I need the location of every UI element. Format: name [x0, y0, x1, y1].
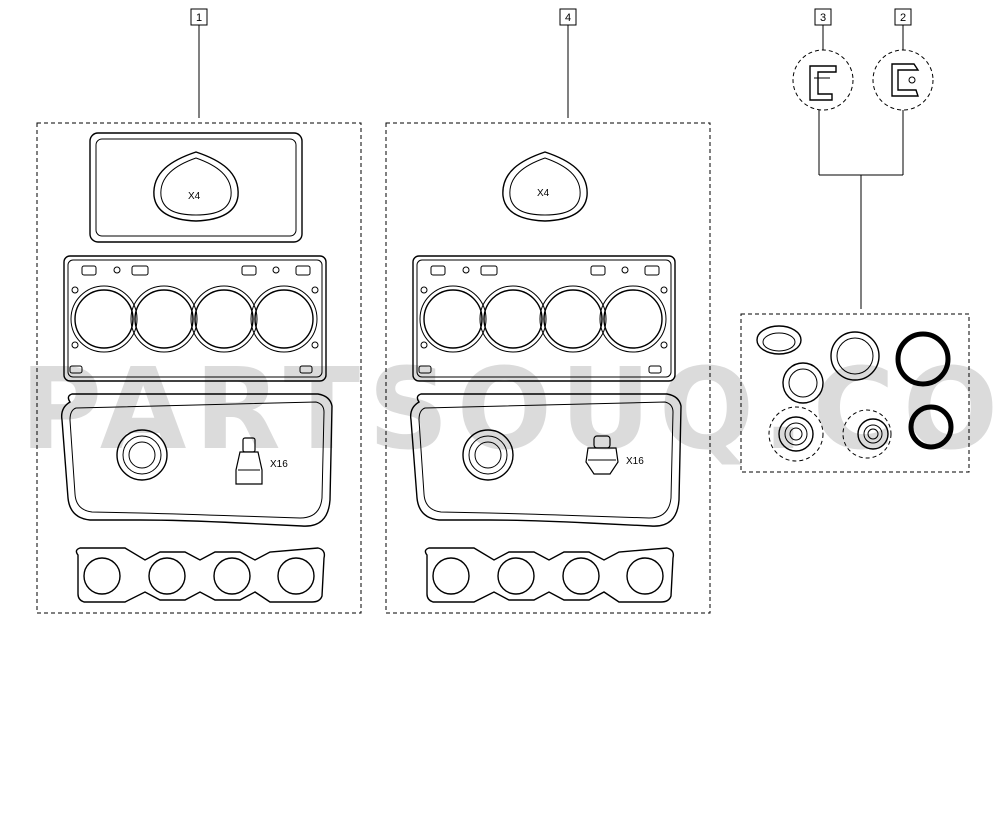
callout-2-label: 2: [900, 12, 906, 24]
kit-1-manifold-gasket[interactable]: [75, 547, 326, 603]
kit-1-crank-seal[interactable]: [116, 429, 168, 481]
kit-4-frame: [385, 122, 711, 614]
kit-4-manifold-gasket[interactable]: [424, 547, 675, 603]
seal-2-assembly[interactable]: [842, 409, 892, 459]
seal-ring-b[interactable]: [830, 331, 880, 381]
callout-4-label: 4: [565, 12, 571, 24]
kit-4-gasket-qty: X4: [537, 188, 550, 199]
kit-1-head-gasket[interactable]: [63, 255, 327, 382]
kit-4-crank-seal[interactable]: [462, 429, 514, 481]
o-ring-small[interactable]: [908, 404, 954, 450]
kit-1-sump-gasket[interactable]: [60, 393, 333, 527]
callout-3-label: 3: [820, 12, 826, 24]
kit-1-valve-stem-seal[interactable]: X16: [235, 437, 288, 485]
callout-3[interactable]: 3: [814, 8, 832, 26]
seal-set-frame: [740, 313, 970, 473]
kit-4-seal-qty: X16: [626, 456, 644, 467]
kit-1-seal-qty: X16: [270, 459, 288, 470]
seal-profile-3[interactable]: [792, 49, 854, 111]
kit-4-valve-cover-gasket[interactable]: X4: [502, 151, 588, 222]
kit-1-valve-cover-gasket[interactable]: X4: [89, 132, 303, 243]
watermark: PARTSOUQ.COM: [20, 345, 1000, 475]
kit-4-valve-stem-seal[interactable]: X16: [585, 435, 644, 475]
seal-ring-a[interactable]: [756, 325, 802, 355]
kit-4-group: 4 X4: [385, 8, 711, 614]
seal-set-group: 3 2: [740, 8, 970, 473]
callout-1-label: 1: [196, 12, 202, 24]
kit-4-sump-gasket[interactable]: [409, 393, 682, 527]
callout-4[interactable]: 4: [559, 8, 577, 26]
kit-1-frame: [36, 122, 362, 614]
kit-1-gasket-qty: X4: [188, 191, 201, 202]
seal-profile-2[interactable]: [872, 49, 934, 111]
o-ring-large[interactable]: [895, 331, 951, 387]
seal-ring-c[interactable]: [782, 362, 824, 404]
seal-3-assembly[interactable]: [768, 406, 824, 462]
callout-2[interactable]: 2: [894, 8, 912, 26]
kit-4-head-gasket[interactable]: [412, 255, 676, 382]
kit-1-group: 1 X4: [36, 8, 362, 614]
callout-1[interactable]: 1: [190, 8, 208, 26]
